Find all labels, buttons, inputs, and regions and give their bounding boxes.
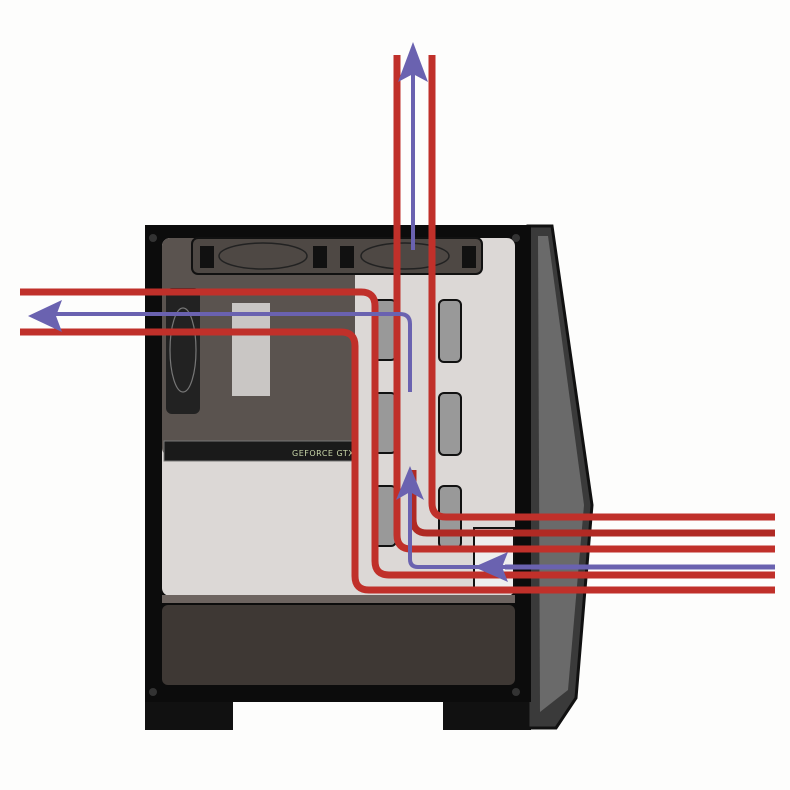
screw-icon [149, 688, 157, 696]
airflow-arrow-up-icon [396, 466, 424, 500]
intake-arrow-left-icon [474, 552, 508, 582]
top-fan-icon [218, 242, 308, 270]
airflow-arrow-left-icon [28, 300, 62, 332]
psu-shroud-top [162, 595, 515, 603]
screw-icon [512, 688, 520, 696]
airflow-paths [20, 50, 775, 594]
screw-icon [149, 234, 157, 242]
cable-cutout [438, 299, 462, 363]
hot-air-path [20, 328, 775, 594]
gpu-label: GEFORCE GTX [292, 449, 354, 458]
psu-shroud [162, 605, 515, 685]
hot-air-path [409, 470, 775, 537]
cable-cutout [438, 392, 462, 456]
airflow-arrow-up-icon [398, 42, 428, 82]
vent-slot [200, 246, 214, 268]
rear-fan [166, 288, 200, 414]
top-fan-icon [360, 242, 450, 270]
vent-slot [340, 246, 354, 268]
vent-slot [313, 246, 327, 268]
cpu-cooler-block [232, 303, 270, 396]
hot-air-path [20, 288, 775, 579]
cool-air-path [408, 490, 505, 569]
cool-air-path [40, 312, 412, 392]
hot-air-path [428, 55, 775, 521]
pc-case: GEFORCE GTX [145, 224, 594, 730]
case-foot-left [145, 698, 233, 730]
case-foot-right [443, 698, 531, 730]
rear-fan-icon [169, 307, 197, 393]
top-fan-bracket [191, 237, 483, 275]
screw-icon [512, 234, 520, 242]
vent-slot [462, 246, 476, 268]
